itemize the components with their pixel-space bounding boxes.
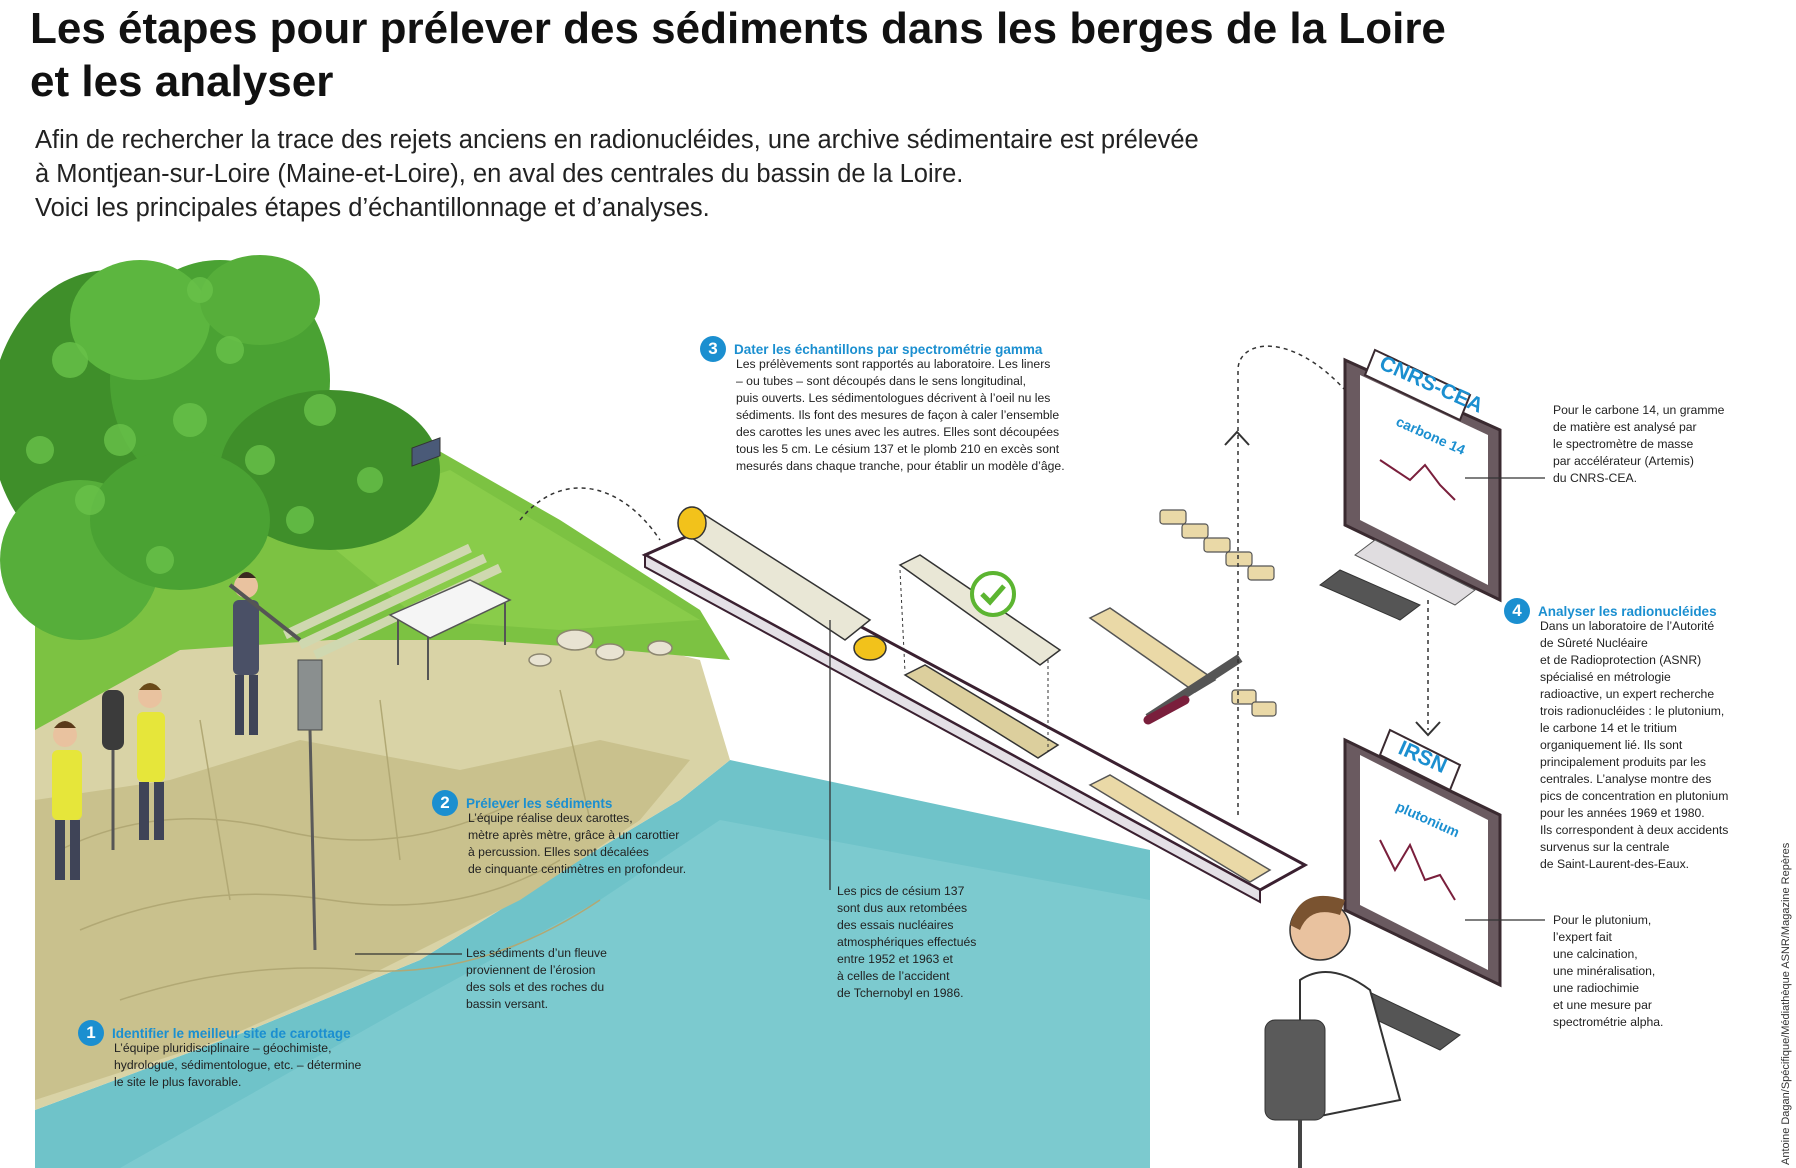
intro-line: Voici les principales étapes d’échantill… <box>35 194 710 222</box>
note-plutonium: Pour le plutonium, l’expert fait une cal… <box>1553 913 1664 1029</box>
step-title: Analyser les radionucléides <box>1538 603 1717 619</box>
callout-lines <box>355 477 1545 955</box>
step-3: 3 Dater les échantillons par spectrométr… <box>700 336 1100 475</box>
step-number-badge: 4 <box>1504 598 1530 624</box>
riverbank-shade <box>35 740 690 1100</box>
monitor-cnrs-cea <box>1319 348 1502 621</box>
field-table <box>388 437 512 680</box>
percussion-corer <box>228 583 323 951</box>
step-number-badge: 3 <box>700 336 726 362</box>
intro-paragraph: Afin de rechercher la trace des rejets a… <box>35 123 1295 225</box>
step-title: Dater les échantillons par spectrométrie… <box>734 341 1043 357</box>
note-cesium: Les pics de césium 137 sont dus aux reto… <box>837 884 977 1000</box>
saw-icon <box>1143 654 1243 725</box>
step-text: L’équipe pluridisciplinaire – géochimist… <box>114 1041 362 1089</box>
core-liner-tube <box>677 506 887 661</box>
image-credit: Antoine Dagan/Spécifique/Médiathèque ASN… <box>1780 842 1792 1165</box>
intro-line: à Montjean-sur-Loire (Maine-et-Loire), e… <box>35 160 964 188</box>
sediment-slab <box>1088 607 1217 693</box>
step-4: 4 Analyser les radionucléides Dans un la… <box>1504 598 1774 873</box>
connector-field-to-lab <box>519 487 661 541</box>
step-2: 2 Prélever les sédiments L’équipe réalis… <box>432 790 762 878</box>
step-text: Dans un laboratoire de l’Autorité de Sûr… <box>1540 619 1729 871</box>
note-sediments: Les sédiments d’un fleuve proviennent de… <box>466 946 607 1011</box>
step-title: Identifier le meilleur site de carottage <box>112 1025 351 1041</box>
cut-slices <box>1159 509 1277 717</box>
sediment-slab <box>1088 774 1272 883</box>
cliff-strata <box>59 689 601 1001</box>
check-icon <box>970 571 1016 617</box>
step-number-badge: 2 <box>432 790 458 816</box>
page-title: Les étapes pour prélever des sédiments d… <box>30 4 1446 106</box>
rocks <box>528 629 673 667</box>
note-carbone: Pour le carbone 14, un gramme de matière… <box>1553 403 1725 485</box>
step-text: Les prélèvements sont rapportés au labor… <box>736 357 1065 473</box>
step-text: L’équipe réalise deux carottes, mètre ap… <box>468 811 687 876</box>
lab-expert <box>1264 895 1402 1168</box>
step-title: Prélever les sédiments <box>466 795 613 811</box>
river-water-light <box>120 820 1150 1168</box>
flow-arrows <box>1237 345 1429 815</box>
step-number-badge: 1 <box>78 1020 104 1046</box>
trees <box>0 255 440 640</box>
step-1: 1 Identifier le meilleur site de carotta… <box>78 1020 418 1091</box>
intro-line: Afin de rechercher la trace des rejets a… <box>35 126 1199 154</box>
monitor-irsn <box>1343 728 1502 1051</box>
